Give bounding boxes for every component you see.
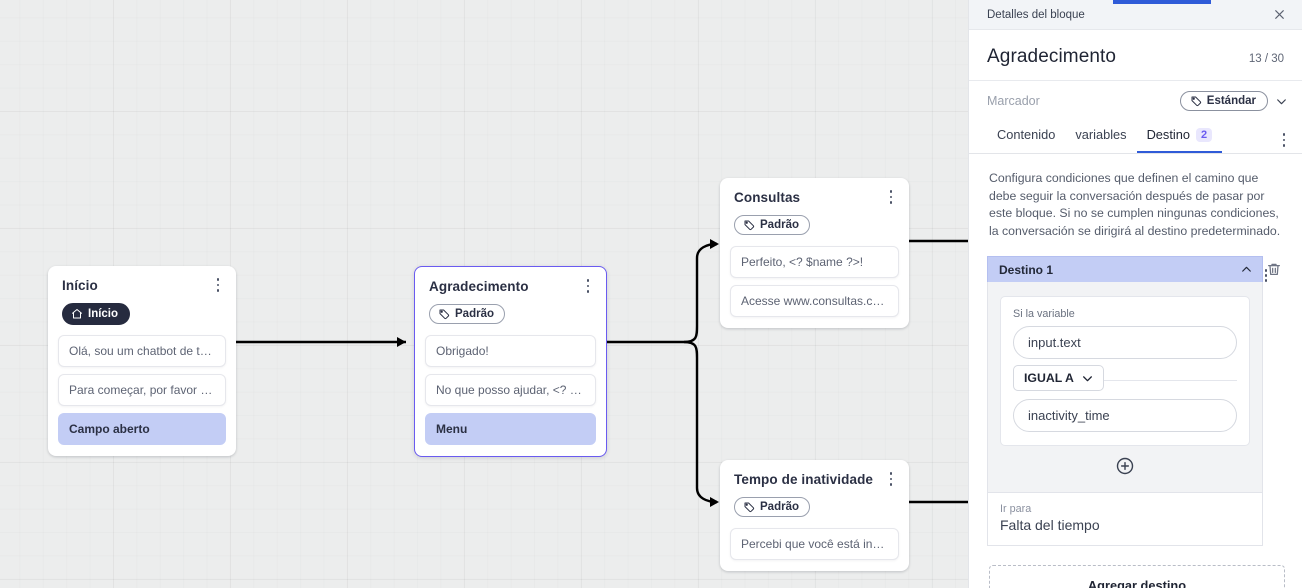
tab-label: Contenido [997,127,1056,142]
plus-circle-icon[interactable] [1115,456,1135,476]
block-details-panel: Detalles del bloque Agradecimento 13 / 3… [968,0,1302,588]
node-message[interactable]: Percebi que você está inativo. C... [730,528,899,560]
condition-label: Si la variable [1013,308,1075,321]
goto-label: Ir para [1000,503,1032,516]
goto-card[interactable]: Ir para Falta del tiempo [987,268,1268,547]
condition-operator-label: IGUAL A [1024,371,1074,386]
node-menu-icon[interactable] [883,189,899,205]
goto-text: Ir para Falta del tiempo [1000,503,1100,533]
panel-title-row: Agradecimento 13 / 30 [969,30,1302,81]
marcador-chip[interactable]: Estándar [1179,91,1268,111]
node-message-highlighted[interactable]: Menu [425,413,596,445]
top-accent-bar [1113,0,1211,4]
node-badge-label: Padrão [760,219,799,231]
node-message[interactable]: Acesse www.consultas.com par... [730,285,899,317]
close-icon[interactable] [1270,6,1288,24]
node-title: Início [62,278,98,293]
tab-label: Destino [1146,127,1190,142]
node-message[interactable]: No que posso ajudar, <? $name ... [425,374,596,406]
node-badge-label: Início [88,308,119,320]
tab-contenido[interactable]: Contenido [987,121,1065,153]
add-condition-row [1000,446,1250,482]
tab-label: variables [1075,127,1127,142]
flow-node-inicio[interactable]: Início Início Olá, sou um chatbot de tes… [48,266,236,456]
chevron-down-icon [1082,376,1092,382]
condition-card: Si la variable IGUAL A [1000,296,1250,447]
node-badge-inicio: Início [62,303,131,325]
node-message[interactable]: Para começar, por favor digite o ... [58,374,226,406]
node-badge-padrao: Padrão [734,497,810,517]
flow-node-consultas[interactable]: Consultas Padrão Perfeito, <? $name ?>! … [720,178,909,328]
node-badge-label: Padrão [760,501,799,513]
destination-block-1: Destino 1 Si la variable IGUAL A [987,256,1284,547]
node-header: Tempo de inatividade Padrão [720,460,909,528]
node-message[interactable]: Olá, sou um chatbot de teste! [58,335,226,367]
tag-icon [744,220,755,231]
flow-node-tempo-de-inatividade[interactable]: Tempo de inatividade Padrão Percebi que … [720,460,909,571]
condition-variable-input[interactable] [1013,326,1237,360]
add-destination-button[interactable]: Agregar destino [989,565,1285,588]
destination-header-title: Destino 1 [999,262,1054,277]
marcador-label: Marcador [987,94,1040,108]
tag-icon [439,309,450,320]
panel-content: Configura condiciones que definen el cam… [969,154,1302,588]
node-messages: Percebi que você está inativo. C... [720,528,909,571]
flow-edges [236,239,968,507]
condition-operator-select[interactable]: IGUAL A [1013,365,1104,392]
goto-value: Falta del tiempo [1000,517,1100,534]
marcador-chip-label: Estándar [1206,95,1256,107]
destination-header[interactable]: Destino 1 [987,256,1263,283]
chevron-down-icon[interactable] [1275,95,1288,108]
node-messages: Perfeito, <? $name ?>! Acesse www.consul… [720,246,909,328]
chevron-up-icon[interactable] [1240,263,1253,276]
node-message[interactable]: Perfeito, <? $name ?>! [730,246,899,278]
node-header: Consultas Padrão [720,178,909,246]
page-title: Agradecimento [987,46,1117,67]
tab-badge-count: 2 [1195,127,1213,142]
node-badge-padrao: Padrão [734,215,810,235]
marcador-control[interactable]: Estándar [1179,91,1288,111]
marcador-row: Marcador Estándar [969,81,1302,121]
tag-icon [1191,96,1201,107]
node-title: Agradecimento [429,279,529,294]
condition-value-input[interactable] [1013,399,1237,433]
node-badge-padrao: Padrão [429,304,505,324]
node-header: Início Início [48,266,236,335]
flow-canvas[interactable]: Início Início Olá, sou um chatbot de tes… [0,0,968,588]
node-message[interactable]: Obrigado! [425,335,596,367]
node-badge-label: Padrão [455,308,494,320]
home-icon [72,309,82,319]
node-menu-icon[interactable] [210,277,226,293]
panel-header-title: Detalles del bloque [987,8,1085,21]
panel-tabs: Contenido variables Destino 2 [969,121,1302,154]
panel-header: Detalles del bloque [969,0,1302,30]
tab-variables[interactable]: variables [1065,121,1136,153]
node-title: Tempo de inatividade [734,472,874,487]
node-title: Consultas [734,190,801,205]
goto-menu-icon[interactable] [1258,267,1274,283]
node-messages: Olá, sou um chatbot de teste! Para começ… [48,335,236,456]
node-menu-icon[interactable] [883,471,899,487]
tab-destino[interactable]: Destino 2 [1136,121,1223,153]
tag-icon [744,502,755,513]
divider [1013,380,1237,382]
destination-description: Configura condiciones que definen el cam… [989,171,1281,238]
node-messages: Obrigado! No que posso ajudar, <? $name … [415,335,606,456]
character-counter: 13 / 30 [1248,53,1284,65]
panel-overflow-icon[interactable] [1276,132,1292,148]
node-message-highlighted[interactable]: Campo aberto [58,413,226,445]
node-menu-icon[interactable] [580,278,596,294]
flow-node-agradecimento[interactable]: Agradecimento Padrão Obrigado! No que po… [414,266,607,457]
condition-operator-row: IGUAL A [1013,365,1237,395]
destination-body: Si la variable IGUAL A [987,282,1263,494]
node-header: Agradecimento Padrão [415,267,606,335]
trash-icon[interactable] [1266,261,1284,279]
